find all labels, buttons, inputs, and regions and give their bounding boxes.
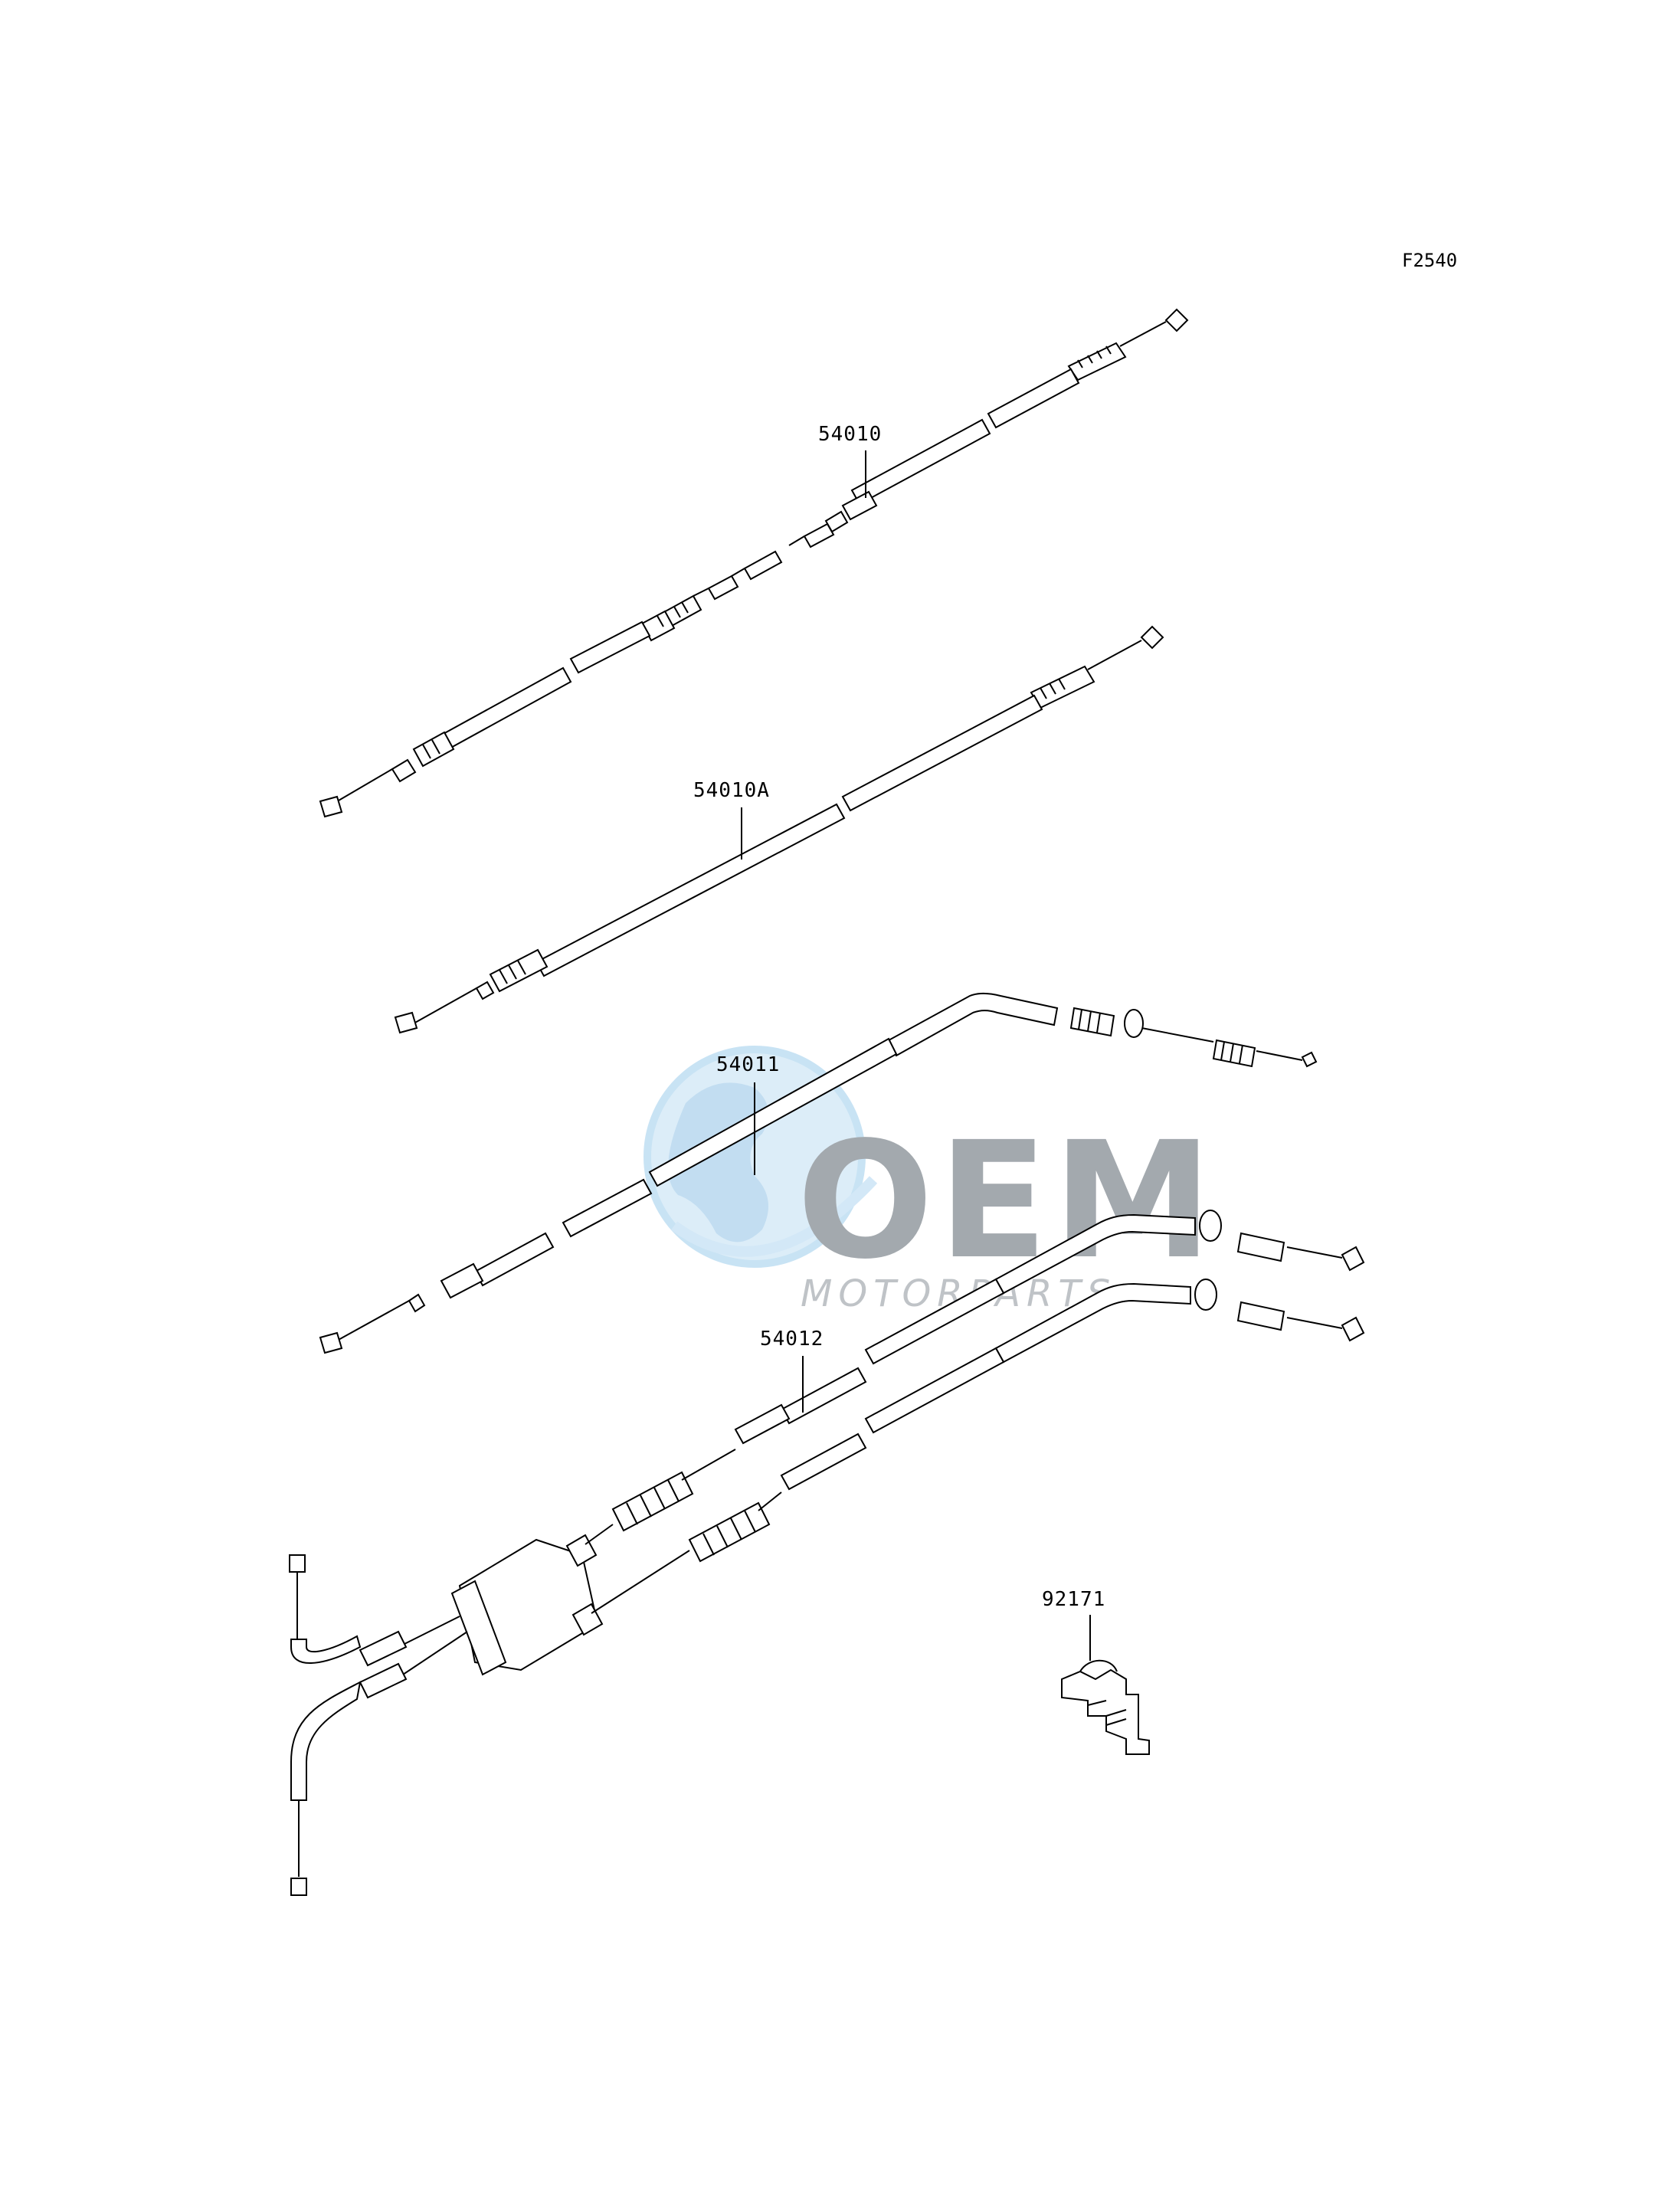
- cable-54012: [289, 1210, 1365, 1896]
- part-label-54012: 54012: [760, 1328, 824, 1351]
- figure-code: F2540: [1402, 250, 1457, 271]
- watermark-brand: OEM: [797, 1107, 1217, 1295]
- part-label-54011: 54011: [716, 1053, 780, 1076]
- cable-54010A: [394, 625, 1164, 1034]
- part-label-54010: 54010: [818, 423, 882, 446]
- cable-54010: [319, 308, 1189, 818]
- watermark: OEM MOTORPARTS: [644, 1046, 1217, 1315]
- cable-54011: [319, 993, 1318, 1354]
- part-label-92171: 92171: [1042, 1588, 1105, 1611]
- part-label-54010A: 54010A: [693, 779, 770, 802]
- clamp-92171: [1061, 1659, 1150, 1755]
- watermark-swoosh-icon: [670, 1176, 878, 1257]
